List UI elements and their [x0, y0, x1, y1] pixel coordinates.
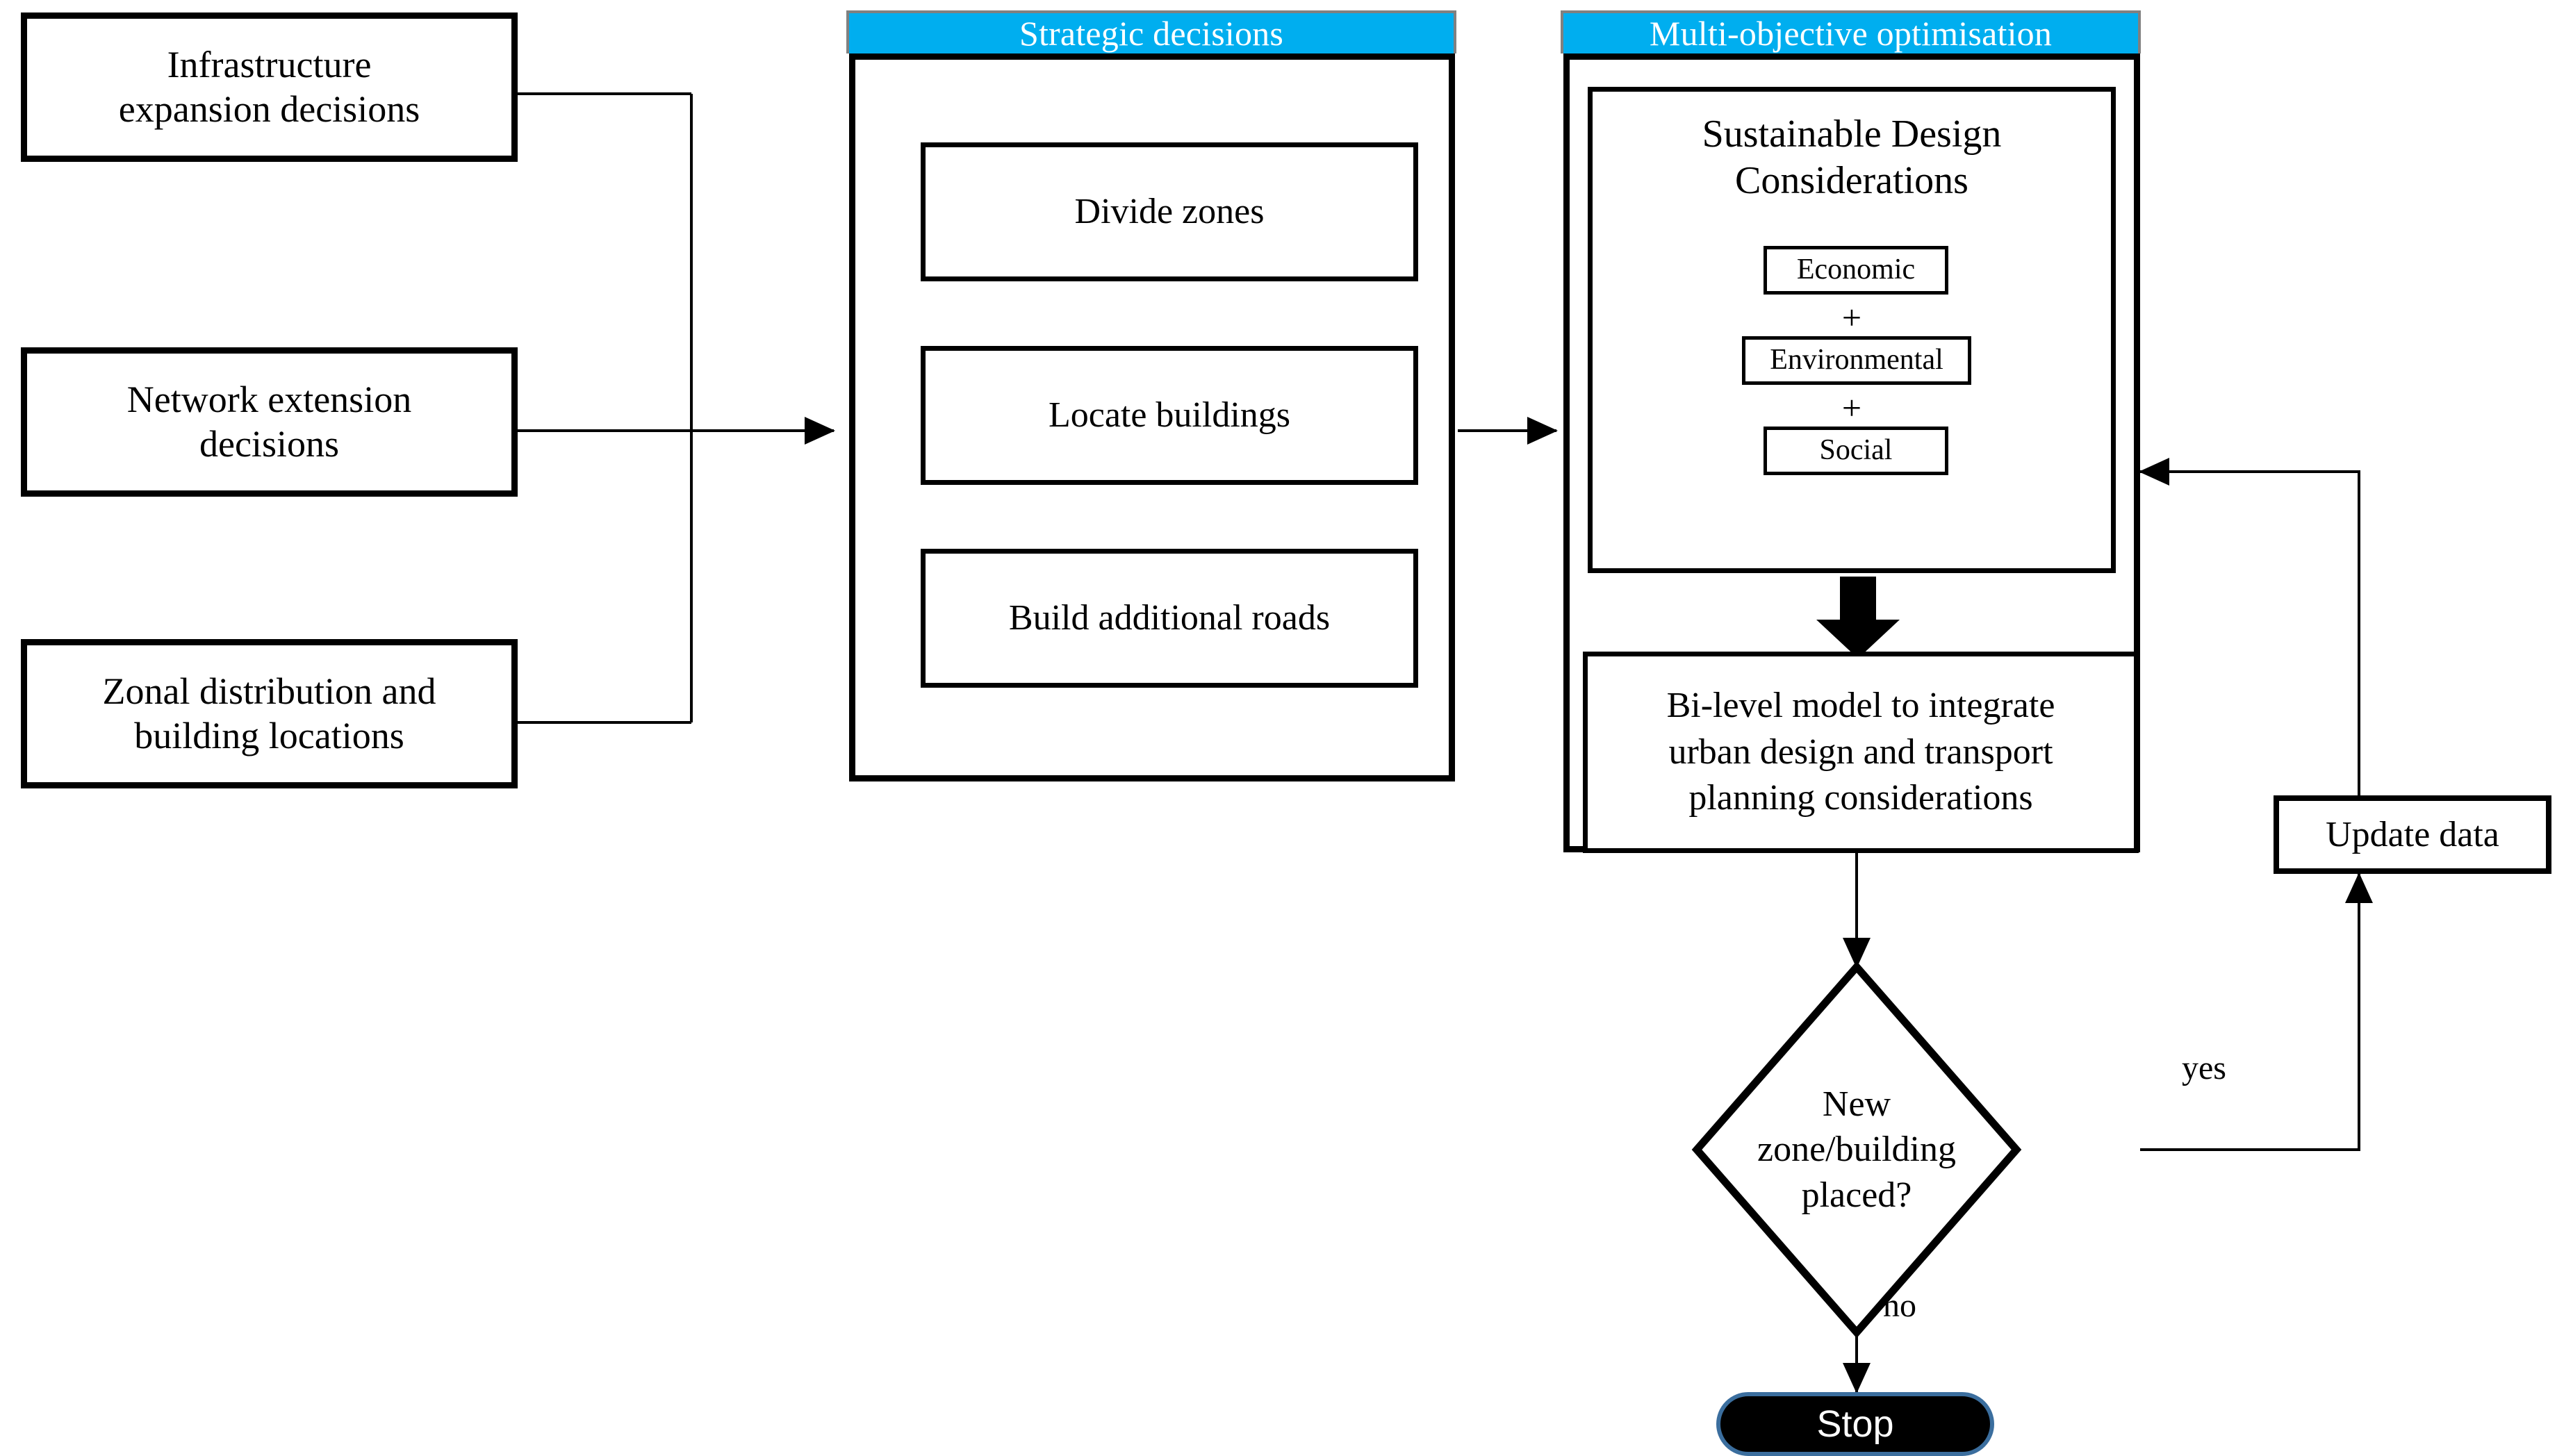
edge-label-yes: yes	[2182, 1049, 2226, 1087]
pillar-social[interactable]: Social	[1764, 427, 1948, 475]
pillar-environmental[interactable]: Environmental	[1742, 336, 1971, 385]
strategic-item-build-roads-label: Build additional roads	[1008, 598, 1331, 638]
pillar-economic[interactable]: Economic	[1764, 246, 1948, 295]
input-box-infrastructure[interactable]: Infrastructure expansion decisions	[21, 13, 518, 162]
plus-operator-2-glyph: +	[1841, 388, 1862, 427]
input-network-line2: decisions	[199, 422, 339, 465]
pillar-social-label: Social	[1819, 434, 1893, 467]
block-down-arrow-icon	[1816, 577, 1900, 659]
update-to-optimisation-wire	[2139, 458, 2360, 795]
plus-operator-2: +	[1593, 388, 2111, 429]
input-bus-wire	[518, 92, 693, 724]
pillar-economic-label: Economic	[1796, 254, 1916, 286]
decision-line3: placed?	[1801, 1175, 1912, 1215]
edge-label-yes-text: yes	[2182, 1050, 2226, 1086]
optimisation-panel-header: Multi-objective optimisation	[1561, 10, 2141, 53]
input-zonal-line1: Zonal distribution and	[102, 670, 436, 712]
strategic-panel-header-label: Strategic decisions	[1019, 14, 1284, 53]
strategic-item-build-roads[interactable]: Build additional roads	[921, 549, 1418, 688]
strategic-panel-header: Strategic decisions	[846, 10, 1456, 53]
pillar-environmental-label: Environmental	[1770, 344, 1943, 377]
input-infrastructure-line2: expansion decisions	[118, 88, 420, 130]
bilevel-line3: planning considerations	[1688, 778, 2033, 818]
sdc-title: Sustainable Design Considerations	[1593, 111, 2111, 204]
strategic-item-divide-zones[interactable]: Divide zones	[921, 142, 1418, 281]
input-infrastructure-line1: Infrastructure	[167, 43, 372, 85]
input-network-line1: Network extension	[126, 378, 412, 420]
decision-line1: New	[1822, 1084, 1891, 1124]
input-box-zonal[interactable]: Zonal distribution and building location…	[21, 639, 518, 788]
input-box-network[interactable]: Network extension decisions	[21, 347, 518, 497]
sdc-title-line1: Sustainable Design	[1702, 113, 2002, 156]
input-zonal-line2: building locations	[134, 714, 404, 756]
stop-terminator-label: Stop	[1816, 1403, 1894, 1445]
sustainable-design-considerations-box: Sustainable Design Considerations Econom…	[1588, 87, 2116, 573]
bilevel-line1: Bi-level model to integrate	[1666, 686, 2055, 726]
sdc-title-line2: Considerations	[1735, 159, 1968, 203]
plus-operator-1: +	[1593, 297, 2111, 338]
decision-line2: zone/building	[1757, 1130, 1956, 1170]
edge-label-no: no	[1883, 1287, 1916, 1325]
strategic-item-divide-zones-label: Divide zones	[1074, 192, 1265, 232]
strategic-item-locate-buildings-label: Locate buildings	[1048, 395, 1291, 436]
update-data-label: Update data	[2326, 815, 2499, 854]
update-data-box[interactable]: Update data	[2274, 795, 2551, 874]
bilevel-model-box[interactable]: Bi-level model to integrate urban design…	[1583, 652, 2139, 853]
decision-diamond-node[interactable]: New zone/building placed?	[1697, 967, 2016, 1332]
plus-operator-1-glyph: +	[1841, 298, 1862, 337]
strategic-item-locate-buildings[interactable]: Locate buildings	[921, 346, 1418, 485]
bilevel-line2: urban design and transport	[1668, 731, 2053, 772]
decision-diamond-text: New zone/building placed?	[1697, 967, 2016, 1332]
stop-terminator[interactable]: Stop	[1716, 1392, 1994, 1456]
optimisation-panel-header-label: Multi-objective optimisation	[1649, 14, 2053, 53]
edge-label-no-text: no	[1883, 1287, 1916, 1324]
decision-yes-wire	[2140, 872, 2373, 1151]
